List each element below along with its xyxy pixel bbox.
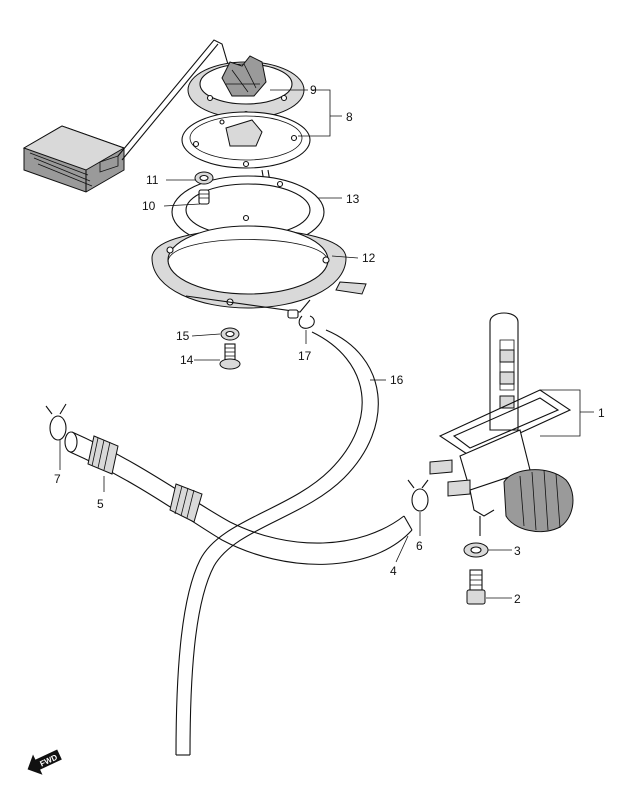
callout-8: 8 xyxy=(346,110,353,124)
hose-protector-sleeve xyxy=(87,435,203,523)
gauge-screw xyxy=(198,189,210,205)
fuel-valve-assembly xyxy=(429,312,574,536)
fuel-level-float xyxy=(22,125,126,193)
callout-5: 5 xyxy=(97,497,104,511)
callout-11: 11 xyxy=(146,173,159,187)
callout-14: 14 xyxy=(180,353,194,367)
valve-bolt xyxy=(466,569,486,605)
breather-hose xyxy=(175,329,379,756)
fwd-label: FWD xyxy=(39,753,60,769)
gauge-washer xyxy=(194,171,214,185)
leader-lines xyxy=(59,89,594,599)
callout-6: 6 xyxy=(416,539,423,553)
hose-clip-6 xyxy=(407,479,429,512)
fuel-hose xyxy=(64,431,413,565)
fuel-gauge-unit xyxy=(187,55,305,119)
flange-bolt xyxy=(219,343,241,370)
callout-3: 3 xyxy=(514,544,521,558)
callout-1: 1 xyxy=(598,406,605,420)
callout-13: 13 xyxy=(346,192,360,206)
forward-direction-badge: FWD xyxy=(27,749,62,775)
callout-12: 12 xyxy=(362,251,376,265)
callout-15: 15 xyxy=(176,329,190,343)
callout-16: 16 xyxy=(390,373,404,387)
callout-17: 17 xyxy=(298,349,312,363)
hose-clip-7 xyxy=(45,403,67,441)
callout-9: 9 xyxy=(310,83,317,97)
tank-bottom-flange xyxy=(151,225,367,313)
callout-2: 2 xyxy=(514,592,521,606)
flange-washer xyxy=(220,327,240,341)
fuel-gauge-gasket xyxy=(181,111,311,231)
callout-7: 7 xyxy=(54,472,61,486)
hose-clip-17 xyxy=(287,309,315,329)
valve-washer xyxy=(463,542,489,558)
callout-labels: 1 2 3 4 5 6 7 8 9 10 11 12 13 14 15 16 1… xyxy=(54,83,605,606)
float-arm xyxy=(117,39,233,161)
callout-4: 4 xyxy=(390,564,397,578)
callout-10: 10 xyxy=(142,199,156,213)
